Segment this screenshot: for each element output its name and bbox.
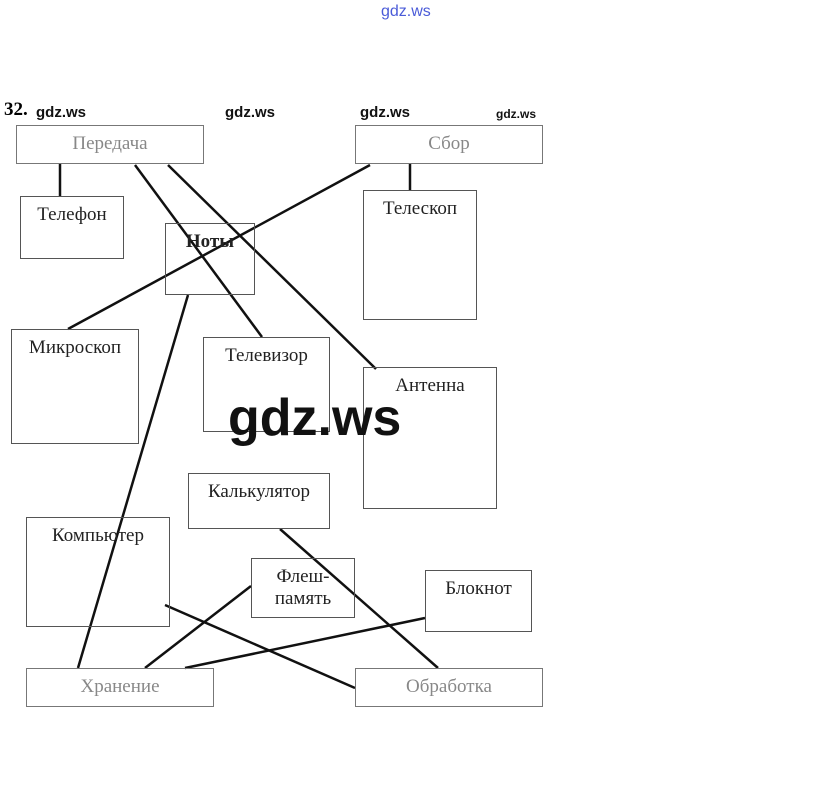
flash-label-line1: Флеш- xyxy=(276,566,330,587)
device-telephone: Телефон xyxy=(20,196,124,259)
device-notes: Ноты xyxy=(165,223,255,295)
device-calculator: Калькулятор xyxy=(188,473,330,529)
flash-label-line2: память xyxy=(274,588,332,609)
device-tv: Телевизор xyxy=(203,337,330,432)
connection-flash-storage xyxy=(144,585,252,669)
device-telescope: Телескоп xyxy=(363,190,477,320)
device-computer: Компьютер xyxy=(26,517,170,627)
exercise-number: 32. xyxy=(4,99,28,120)
watermark-small: gdz.ws xyxy=(36,104,87,121)
device-microscope: Микроскоп xyxy=(11,329,139,444)
connection-transmission-tv xyxy=(133,164,264,338)
connection-transmission-antenna xyxy=(167,164,377,370)
device-notebook: Блокнот xyxy=(425,570,532,632)
device-flash: Флеш- память xyxy=(251,558,355,618)
watermark-top: gdz.ws xyxy=(381,3,431,20)
connection-computer-processing xyxy=(164,603,356,690)
watermark-small: gdz.ws xyxy=(225,104,276,121)
watermark-center: gdz.ws xyxy=(228,389,402,447)
watermark-small: gdz.ws xyxy=(496,107,537,121)
connection-collection-microscope xyxy=(67,163,371,331)
connection-notes-storage xyxy=(76,294,190,669)
watermark-small: gdz.ws xyxy=(360,104,411,121)
connection-calculator-processing xyxy=(279,528,439,669)
category-collection: Сбор xyxy=(355,125,543,164)
category-transmission: Передача xyxy=(16,125,204,164)
category-storage: Хранение xyxy=(26,668,214,707)
connection-notebook-storage xyxy=(184,616,426,670)
category-processing: Обработка xyxy=(355,668,543,707)
device-antenna: Антенна xyxy=(363,367,497,509)
